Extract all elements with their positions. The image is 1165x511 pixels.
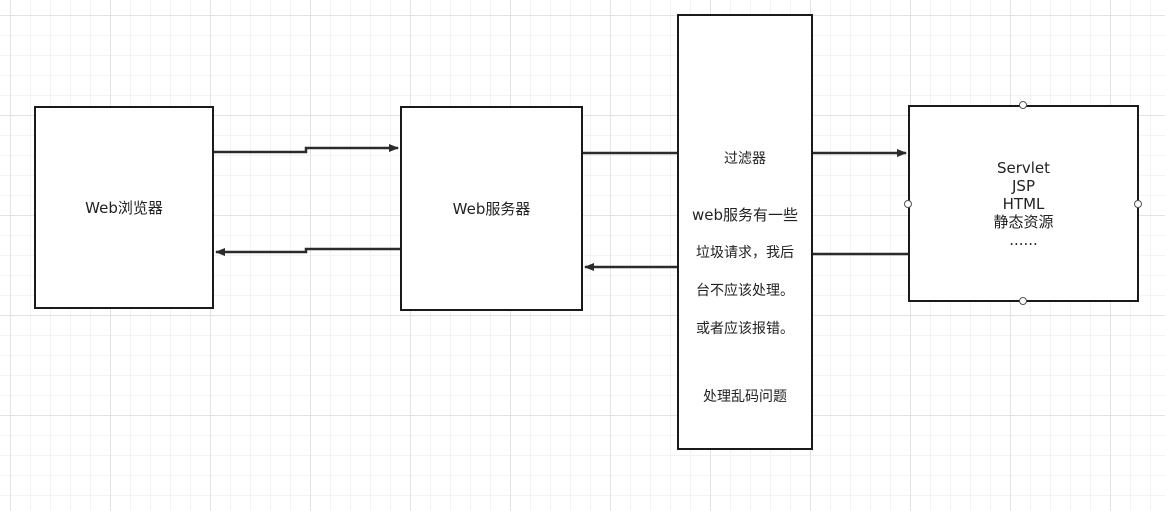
resize-handle-right[interactable]	[1134, 200, 1142, 208]
filter-node[interactable]: 过滤器 web服务有一些 垃圾请求，我后 台不应该处理。 或者应该报错。 处理乱…	[677, 14, 813, 450]
resource-node[interactable]: Servlet JSP HTML 静态资源 ......	[908, 105, 1139, 302]
resize-handle-top[interactable]	[1019, 101, 1027, 109]
resource-line-jsp: JSP	[1012, 176, 1035, 195]
filter-description-line: web服务有一些	[691, 206, 799, 224]
filter-description-line: 或者应该报错。	[696, 321, 794, 337]
resource-line-html: HTML	[1002, 194, 1045, 213]
filter-description-line: 台不应该处理。	[696, 283, 794, 299]
filter-description: web服务有一些 垃圾请求，我后 台不应该处理。 或者应该报错。	[692, 187, 798, 358]
resize-handle-bottom[interactable]	[1019, 297, 1027, 305]
resource-line-servlet: Servlet	[996, 158, 1051, 177]
web-browser-label: Web浏览器	[85, 199, 163, 217]
resize-handle-left[interactable]	[904, 200, 912, 208]
arrow-browser-to-server[interactable]	[214, 144, 399, 154]
arrow-server-to-browser[interactable]	[215, 247, 400, 256]
resource-line-static: 静态资源	[993, 212, 1054, 231]
filter-description-line: 垃圾请求，我后	[696, 245, 794, 261]
web-server-label: Web服务器	[452, 200, 531, 218]
web-server-node[interactable]: Web服务器	[400, 106, 583, 311]
filter-note: 处理乱码问题	[703, 389, 787, 405]
resource-line-ellipsis: ......	[1009, 230, 1038, 249]
filter-title: 过滤器	[724, 151, 766, 167]
web-browser-node[interactable]: Web浏览器	[34, 106, 214, 309]
